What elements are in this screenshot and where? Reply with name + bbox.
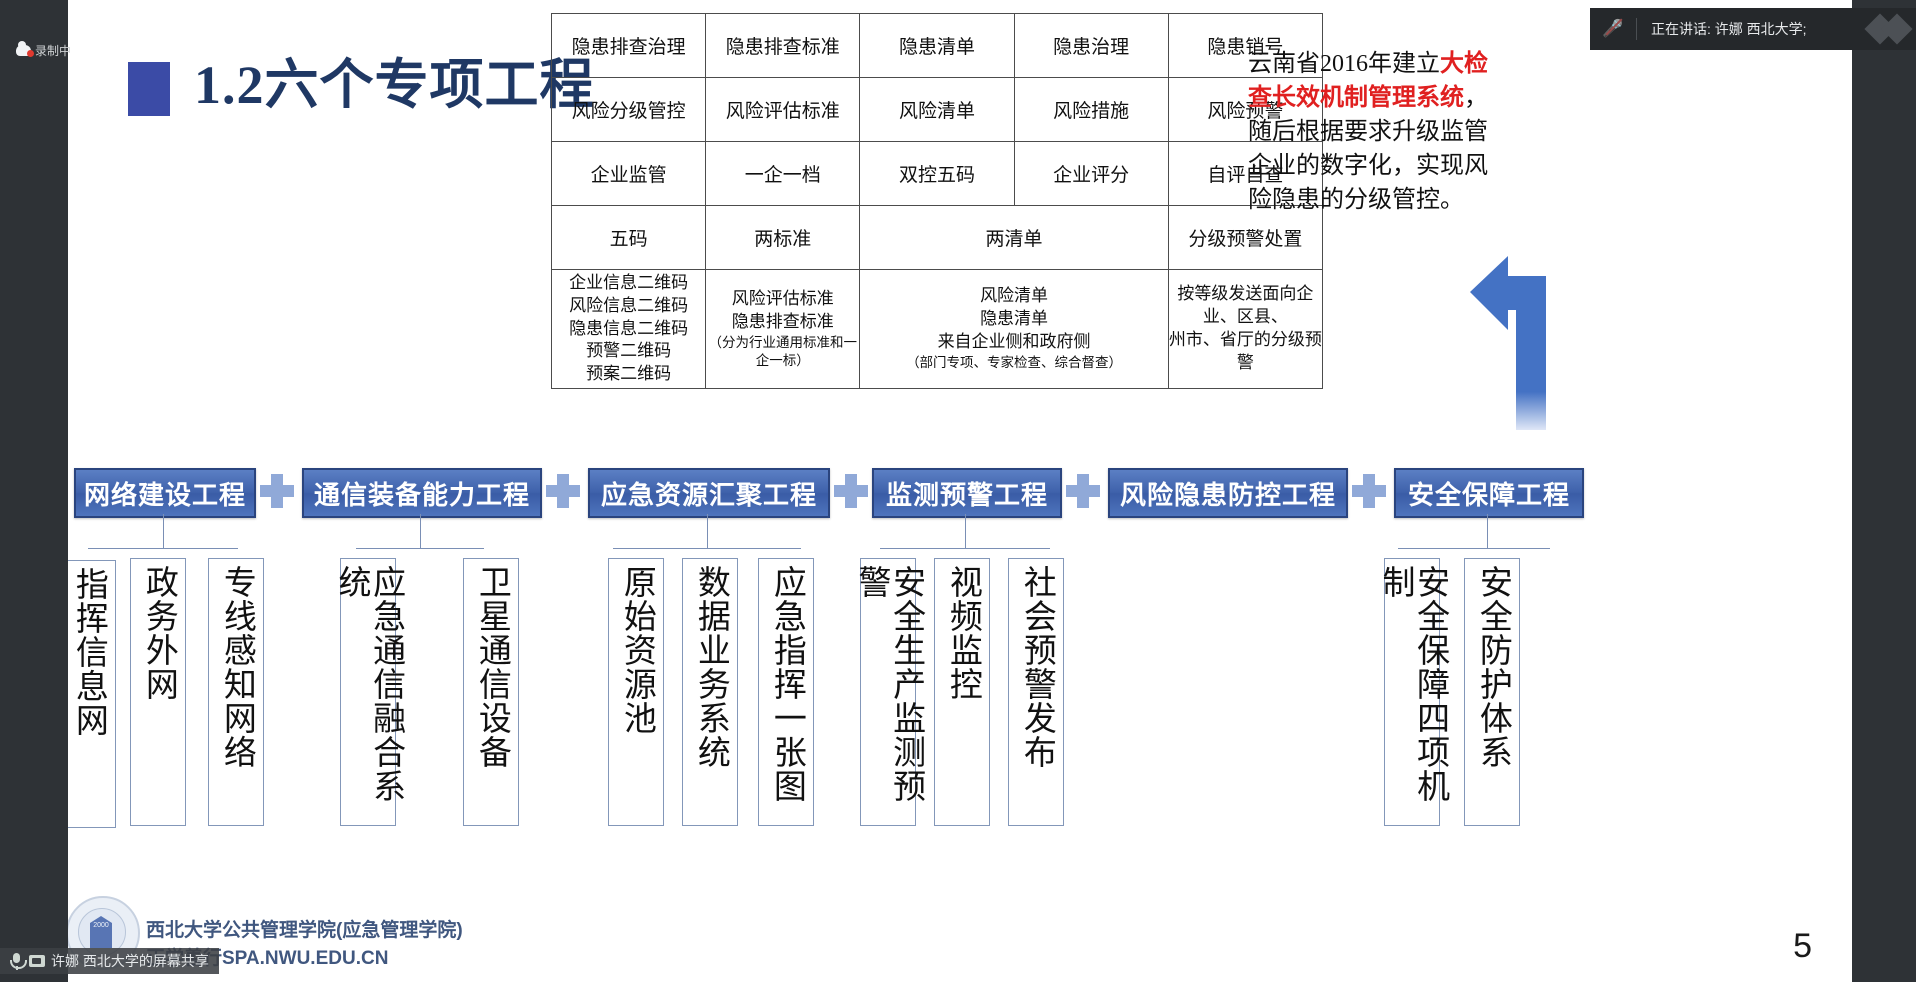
table-cell: 双控五码 xyxy=(859,141,1015,206)
connector-trunk-1 xyxy=(420,514,421,548)
recording-label: 录制中 xyxy=(35,44,72,58)
detail-cell: 企业信息二维码风险信息二维码隐患信息二维码预警二维码预案二维码 xyxy=(550,269,707,389)
summary-header-cell: 分级预警处置 xyxy=(1167,205,1324,270)
logo-gate-icon xyxy=(90,916,112,948)
microphone-icon[interactable] xyxy=(10,952,27,970)
detail-cell: 风险评估标准隐患排查标准 （分为行业通用标准和一企一标） xyxy=(705,269,861,389)
summary-header-cell: 两标准 xyxy=(705,205,861,270)
connector-bar-5 xyxy=(1398,548,1550,549)
table-cell: 一企一档 xyxy=(705,141,861,206)
table-cell: 风险清单 xyxy=(859,77,1015,142)
elbow-arrow-icon xyxy=(1470,256,1546,430)
summary-header-cell: 五码 xyxy=(550,205,707,270)
table-cell: 隐患治理 xyxy=(1013,13,1169,78)
detail-main: 风险清单隐患清单来自企业侧和政府侧 xyxy=(937,286,1091,352)
detail-main: 风险评估标准隐患排查标准 xyxy=(731,288,834,331)
connector-bar-2 xyxy=(613,548,801,549)
project-banner-1[interactable]: 通信装备能力工程 xyxy=(302,468,542,518)
connector-trunk-5 xyxy=(1487,514,1488,548)
screen-share-icon[interactable] xyxy=(29,955,45,967)
collapse-chevrons-icon[interactable] xyxy=(1864,13,1913,45)
detail-main: 企业信息二维码风险信息二维码隐患信息二维码预警二维码预案二维码 xyxy=(569,272,689,384)
table-cell: 风险评估标准 xyxy=(705,77,861,142)
project-banner-row: 网络建设工程 通信装备能力工程 应急资源汇聚工程 监测预警工程 风险隐患防控工程… xyxy=(68,468,1852,528)
child-box-2-2[interactable]: 应急指挥一张图 xyxy=(758,558,814,826)
table-cell: 隐患排查治理 xyxy=(550,13,707,78)
table-cell: 隐患销号 xyxy=(1167,13,1324,78)
detail-cell: 按等级发送面向企业、区县、州市、省厅的分级预警 xyxy=(1167,269,1324,389)
connector-bar-3 xyxy=(880,548,1050,549)
logo-year: 2000 xyxy=(93,922,109,929)
plus-separator-4 xyxy=(1352,474,1386,508)
slide-canvas: 1.2六个专项工程 隐患排查治理 隐患排查标准 隐患清单 隐患治理 隐患销号 风… xyxy=(68,0,1852,982)
title-bullet-square xyxy=(128,62,170,116)
microphone-muted-icon[interactable]: 🎤 xyxy=(1590,18,1636,39)
connector-trunk-3 xyxy=(965,514,966,548)
child-box-5-1[interactable]: 安全防护体系 xyxy=(1464,558,1520,826)
child-box-0-1[interactable]: 政务外网 xyxy=(130,558,186,826)
six-projects-matrix-table: 隐患排查治理 隐患排查标准 隐患清单 隐患治理 隐患销号 风险分级管控 风险评估… xyxy=(550,13,1324,389)
project-banner-5[interactable]: 安全保障工程 xyxy=(1394,468,1584,518)
table-cell: 企业评分 xyxy=(1013,141,1169,206)
project-banner-2[interactable]: 应急资源汇聚工程 xyxy=(588,468,830,518)
plus-separator-3 xyxy=(1066,474,1100,508)
summary-header-cell: 两清单 xyxy=(859,205,1169,270)
child-box-0-0[interactable]: 指挥信息网 xyxy=(68,560,116,828)
slide-footer: 2000 西北大学公共管理学院(应急管理学院) 正学善行SPA.NWU.EDU.… xyxy=(68,896,1852,972)
table-cell: 风险预警 xyxy=(1167,77,1324,142)
active-speaker-label: 正在讲话: 许娜 西北大学; xyxy=(1651,21,1807,37)
note-highlight: 大检查长效机制管理系统 xyxy=(1248,51,1488,112)
connector-bar-1 xyxy=(356,548,484,549)
child-box-3-0[interactable]: 安全生产监测预警 xyxy=(853,558,924,826)
child-box-3-2[interactable]: 社会预警发布 xyxy=(1008,558,1064,826)
project-banner-0[interactable]: 网络建设工程 xyxy=(74,468,256,518)
page-title: 1.2六个专项工程 xyxy=(194,55,595,115)
recording-cloud-icon xyxy=(16,41,34,57)
screen-share-label: 许娜 西北大学的屏幕共享 xyxy=(51,953,209,969)
project-banner-4[interactable]: 风险隐患防控工程 xyxy=(1108,468,1348,518)
child-box-1-1[interactable]: 卫星通信设备 xyxy=(463,558,519,826)
detail-sub: （部门专项、专家检查、综合督查） xyxy=(906,355,1123,371)
toolbar-divider xyxy=(1636,18,1637,40)
table-cell: 风险分级管控 xyxy=(550,77,707,142)
screen-share-status-bar[interactable]: 许娜 西北大学的屏幕共享 xyxy=(0,948,219,974)
plus-separator-0 xyxy=(260,474,294,508)
child-box-0-2[interactable]: 专线感知网络 xyxy=(208,558,264,826)
page-number: 5 xyxy=(1793,927,1812,965)
note-part1: 云南省2016年建立 xyxy=(1248,51,1440,77)
child-box-1-0[interactable]: 应急通信融合系统 xyxy=(333,558,404,826)
connector-trunk-0 xyxy=(163,514,164,548)
child-box-3-1[interactable]: 视频监控 xyxy=(934,558,990,826)
table-cell: 风险措施 xyxy=(1013,77,1169,142)
child-box-5-0[interactable]: 安全保障四项机制 xyxy=(1377,558,1448,826)
table-row: 隐患排查治理 隐患排查标准 隐患清单 隐患治理 隐患销号 xyxy=(550,13,1324,78)
recording-indicator: 录制中 xyxy=(16,41,72,59)
table-row: 企业监管 一企一档 双控五码 企业评分 自评自查 xyxy=(550,141,1324,206)
detail-cell: 风险清单隐患清单来自企业侧和政府侧 （部门专项、专家检查、综合督查） xyxy=(859,269,1169,389)
connector-trunk-2 xyxy=(707,514,708,548)
table-row: 五码 两标准 两清单 分级预警处置 xyxy=(550,205,1324,270)
child-box-2-0[interactable]: 原始资源池 xyxy=(608,558,664,826)
active-speaker-bar[interactable]: 🎤 正在讲话: 许娜 西北大学; xyxy=(1590,8,1916,50)
connector-bar-0 xyxy=(88,548,238,549)
note-part2: ，随后根据要求升级监管企业的数字化，实现风险隐患的分级管控。 xyxy=(1248,85,1488,214)
plus-separator-1 xyxy=(546,474,580,508)
child-box-2-1[interactable]: 数据业务系统 xyxy=(682,558,738,826)
project-banner-3[interactable]: 监测预警工程 xyxy=(872,468,1062,518)
footer-school-name: 西北大学公共管理学院(应急管理学院) xyxy=(146,920,463,941)
right-note-paragraph: 云南省2016年建立大检查长效机制管理系统，随后根据要求升级监管企业的数字化，实… xyxy=(1248,47,1506,217)
detail-main: 按等级发送面向企业、区县、州市、省厅的分级预警 xyxy=(1168,284,1322,372)
table-row: 企业信息二维码风险信息二维码隐患信息二维码预警二维码预案二维码 风险评估标准隐患… xyxy=(550,269,1324,389)
plus-separator-2 xyxy=(834,474,868,508)
table-cell: 隐患清单 xyxy=(859,13,1015,78)
table-cell: 企业监管 xyxy=(550,141,707,206)
table-row: 风险分级管控 风险评估标准 风险清单 风险措施 风险预警 xyxy=(550,77,1324,142)
detail-sub: （分为行业通用标准和一企一标） xyxy=(708,334,858,368)
recording-dot-icon xyxy=(27,50,34,57)
table-cell: 隐患排查标准 xyxy=(705,13,861,78)
